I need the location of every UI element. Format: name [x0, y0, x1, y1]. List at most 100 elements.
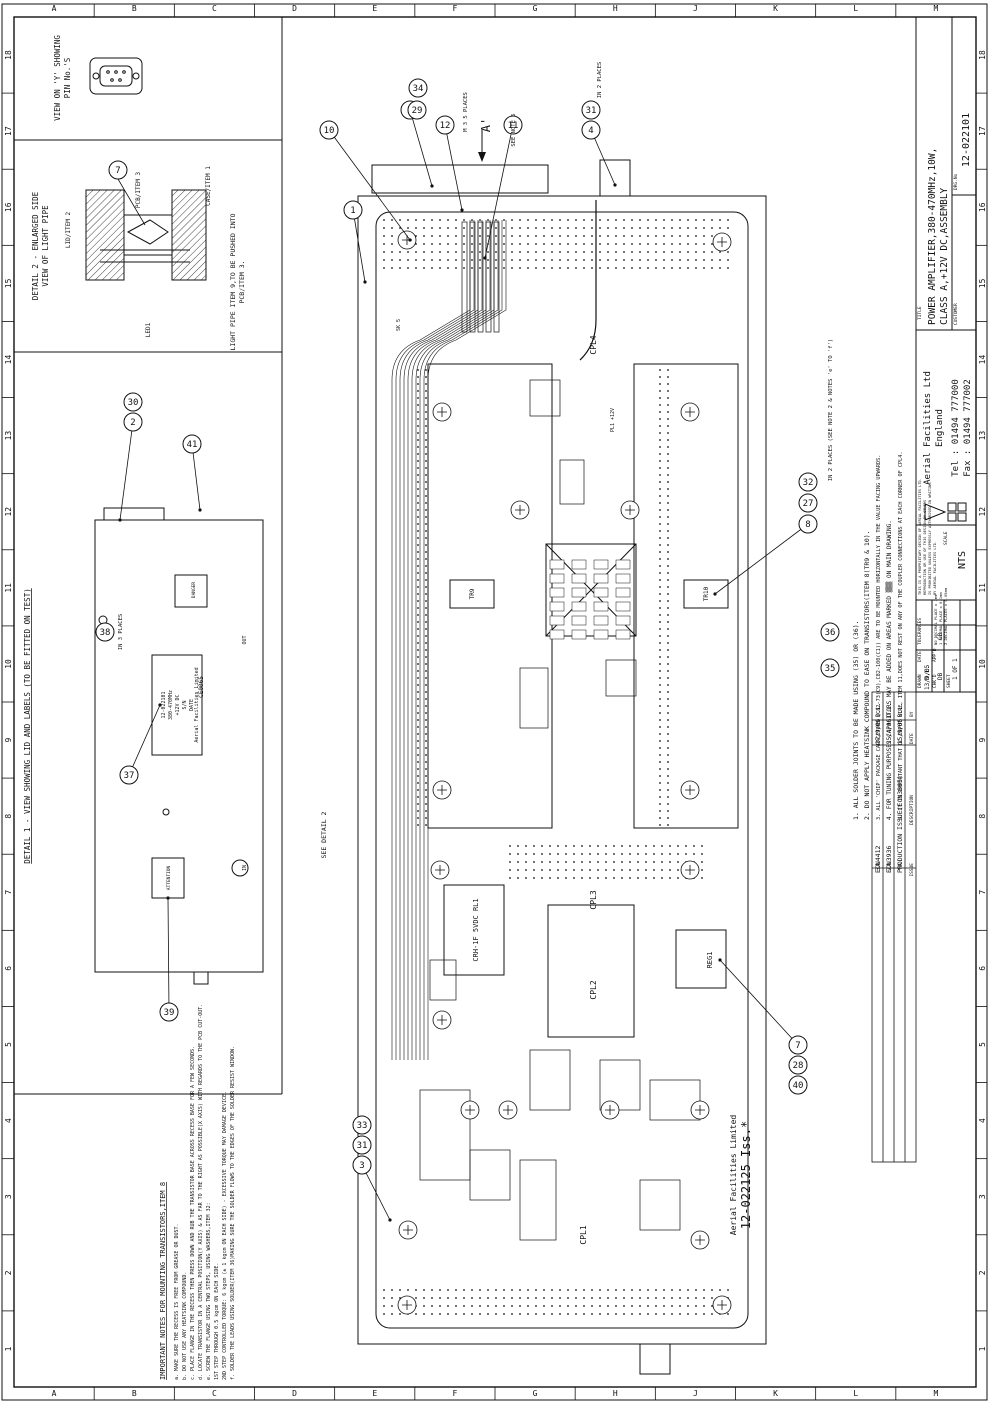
rev-1-desc: ECN4412	[874, 846, 882, 873]
balloon-8	[798, 514, 818, 534]
balloon-31	[352, 1135, 372, 1155]
callout-see-detail2: SEE DETAIL 2	[320, 811, 328, 858]
proprietary-1: THIS IS A PROPRIETARY DESIGN OF AERIAL F…	[918, 478, 922, 595]
label-voltage: +12V DC	[175, 694, 181, 715]
zone-letter-F: F	[453, 1389, 458, 1398]
revision-table	[871, 691, 917, 1163]
zone-number-15: 15	[4, 278, 13, 288]
view-arrow-label: A'	[479, 118, 493, 132]
balloon-11-text: 11	[508, 121, 519, 131]
balloon-4	[581, 120, 601, 140]
zone-letter-K: K	[773, 4, 778, 13]
drawn-date: 13/9/05	[924, 664, 931, 690]
company-fax: Fax : 01494 777002	[963, 379, 973, 477]
zone-letter-E: E	[372, 4, 377, 13]
balloon-31-text: 31	[586, 106, 597, 116]
zone-number-1: 1	[4, 1346, 13, 1351]
balloon-40	[788, 1075, 808, 1095]
balloon-35	[820, 658, 840, 678]
balloon-35-text: 35	[825, 664, 836, 674]
supply-label: PL1 +12V	[610, 408, 616, 432]
transistor-tr9	[449, 579, 495, 609]
balloon-41-text: 41	[187, 440, 198, 450]
tolerance-1: NO DECIMAL PLACE ± 1mm	[933, 594, 938, 645]
company-country: England	[935, 409, 945, 447]
zone-number-1: 1	[978, 1346, 987, 1351]
drg-label: DRG.No	[953, 173, 959, 190]
title-line1: POWER AMPLIFIER,380-470MHz,10W,	[927, 148, 938, 325]
tr10-label: TR10	[703, 586, 710, 601]
scale-label: SCALE	[943, 531, 949, 545]
balloon-34	[408, 78, 428, 98]
detail2-lid: LID/ITEM 2	[65, 212, 72, 249]
callout-texts: M 3 5 PLACES SEE NOTE 5 IN 2 PLACES IN 2…	[118, 62, 834, 859]
balloon-2-text: 2	[130, 418, 135, 428]
proprietary-2: REPRODUCTION OR USE OF THIS DESIGN BY OT…	[923, 500, 927, 595]
detail2-title: DETAIL 2 - ENLARGED SIDE	[31, 191, 40, 300]
tolerance-2: 1 DECIMAL PLACE ± 0.1mm	[938, 592, 943, 645]
mounting-line-b: b. DO NOT USE ANY HEATSINK COMPOUND.	[182, 1272, 188, 1380]
detail2-pcb: PCB/ITEM 3	[135, 172, 142, 209]
title-label: TITLE	[917, 306, 923, 320]
rev-1-by: D.L.	[875, 703, 882, 717]
zone-letter-C: C	[212, 4, 217, 13]
zone-number-7: 7	[978, 890, 987, 895]
view-y-title: VIEW ON 'Y' SHOWING	[53, 35, 62, 121]
detail-1: DETAIL 1 - VIEW SHOWING LID AND LABELS (…	[23, 507, 264, 985]
mounting-heading: IMPORTANT NOTES FOR MOUNTING TRANSISTORS…	[159, 1182, 167, 1380]
balloon-38	[95, 622, 115, 642]
mounting-line-e2: 2ND STEP CONTROLLED TORQUE: 6 kgcm (± 1 …	[222, 1091, 228, 1380]
rev-head-by: BY	[909, 711, 915, 717]
d-sub-connector-icon	[89, 57, 143, 95]
balloon-32	[798, 472, 818, 492]
zone-number-8: 8	[978, 814, 987, 819]
balloon-11	[503, 115, 523, 135]
coupler-cpl1: CPL1	[579, 1225, 588, 1244]
pcb-assembly	[357, 159, 767, 1375]
warning-label-text: ATTENTION	[166, 866, 172, 891]
sheet-value: 1 OF 1	[952, 658, 959, 680]
balloon-9-text: 7	[115, 166, 120, 176]
proprietary-3: IS PROHIBITED UNLESS EXPRESSLY AUTHORISE…	[928, 482, 932, 595]
detail-panel	[14, 17, 283, 1095]
rev-3-date: 15/9/05	[897, 718, 904, 744]
title-line2: CLASS A,+12V DC,ASSEMBLY	[939, 187, 950, 325]
zone-number-5: 5	[4, 1042, 13, 1047]
proprietary-4: BY AERIAL FACILITIES LTD.	[933, 541, 937, 595]
company-name: Aerial Facilities Ltd	[923, 371, 933, 485]
mounting-line-e: e. SCREW THE FLANGE USING TWO STEPS, USI…	[206, 1202, 212, 1380]
detail2-case: CASE/ITEM 1	[205, 166, 212, 206]
zone-number-2: 2	[4, 1270, 13, 1275]
transistor-tr10	[683, 579, 729, 609]
zone-letter-B: B	[132, 1389, 137, 1398]
product-label	[151, 654, 203, 756]
rev-2-issue: 2A	[885, 863, 893, 871]
label-model: 12-022101	[161, 691, 167, 718]
detail2-note2: PCB/ITEM 3.	[238, 260, 246, 303]
detail1-title: DETAIL 1 - VIEW SHOWING LID AND LABELS (…	[23, 588, 32, 863]
view-y-sub: PIN No.'S	[63, 57, 72, 98]
company-tel: Tel : 01494 777000	[951, 379, 961, 477]
zone-number-17: 17	[4, 126, 13, 136]
balloon-28-text: 28	[793, 1061, 804, 1071]
rev-head-desc: DESCRIPTION	[909, 795, 915, 825]
coupler-cpl2: CPL2	[589, 980, 598, 999]
balloon-30	[123, 392, 143, 412]
balloon-32-text: 32	[803, 478, 814, 488]
title-block	[915, 16, 977, 693]
detail-2: DETAIL 2 - ENLARGED SIDE VIEW OF LIGHT P…	[31, 160, 246, 350]
zone-letter-D: D	[292, 4, 297, 13]
tolerances-label: TOLERANCES	[917, 618, 923, 645]
balloon-41	[182, 434, 202, 454]
detail2-note1: LIGHT PIPE ITEM 9,TO BE PUSHED INTO	[229, 213, 237, 350]
pcb-details	[383, 200, 729, 1315]
pcb-labels: CPL4 CPL3 CPL2 CPL1 REG1 CRH-1F 5VDC RL1…	[396, 319, 753, 1245]
zone-letter-A: A	[52, 4, 57, 13]
warning-label-rf	[174, 574, 208, 608]
note-4: 4. FOR TUNING PURPOSES CAPACITORS MAY BE…	[885, 520, 893, 820]
note-2: 2. DO NOT APPLY HEATSINK COMPOUND TO EAS…	[863, 530, 871, 820]
balloon-38-text: 38	[100, 628, 111, 638]
